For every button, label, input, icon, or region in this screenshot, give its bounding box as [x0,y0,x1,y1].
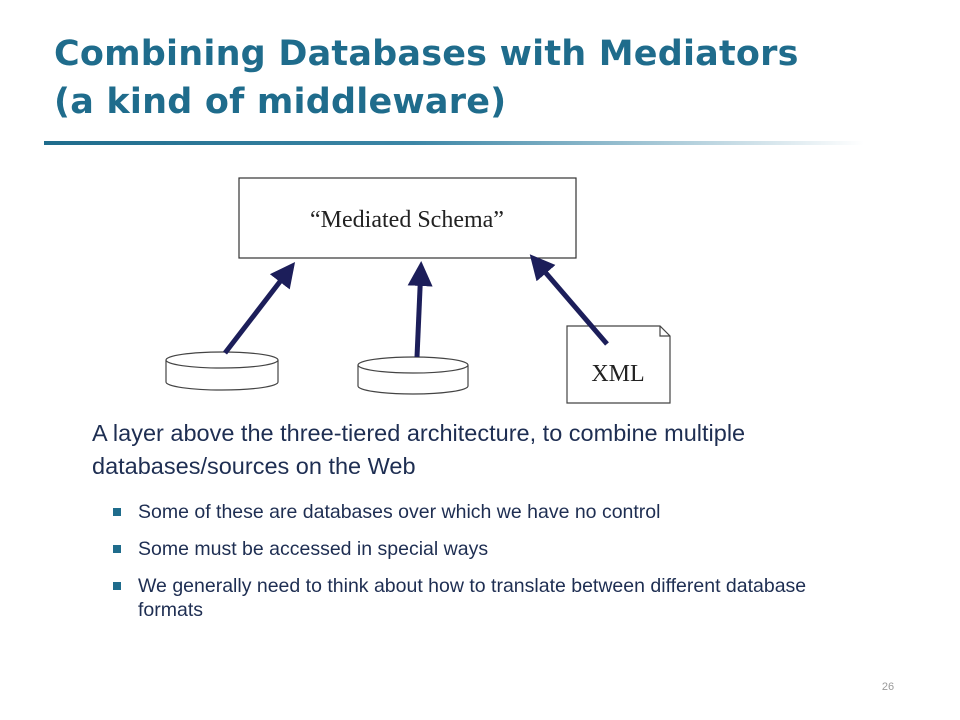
database-cylinder-icon [165,351,279,391]
mediated-schema-box: “Mediated Schema” [238,177,577,259]
slide-title: Combining Databases with Mediators (a ki… [54,30,934,126]
square-bullet-icon [113,508,121,516]
title-underline [44,141,864,145]
bullet-text: We generally need to think about how to … [138,575,807,621]
mediated-schema-label: “Mediated Schema” [310,207,504,233]
main-paragraph: A layer above the three-tiered architect… [92,420,746,479]
arrow-db2-to-schema [407,261,433,358]
xml-label: XML [591,361,644,387]
arrow-db1-to-schema [223,262,296,355]
bullet-item: Some must be accessed in special ways [108,537,868,561]
database-cylinder-icon [357,356,469,395]
bullet-text: Some of these are databases over which w… [138,501,661,523]
arrow-xml-to-schema [529,254,609,346]
bullet-list: Some of these are databases over which w… [108,500,868,635]
page-number: 26 [881,681,895,693]
xml-document-icon: XML [566,325,671,404]
bullet-item: Some of these are databases over which w… [108,500,868,524]
slide-title-line-2: (a kind of middleware) [54,82,507,122]
slide-title-line-1: Combining Databases with Mediators [54,34,799,74]
square-bullet-icon [113,545,121,553]
bullet-item: We generally need to think about how to … [108,574,868,622]
bullet-text: Some must be accessed in special ways [138,538,489,560]
square-bullet-icon [113,582,121,590]
